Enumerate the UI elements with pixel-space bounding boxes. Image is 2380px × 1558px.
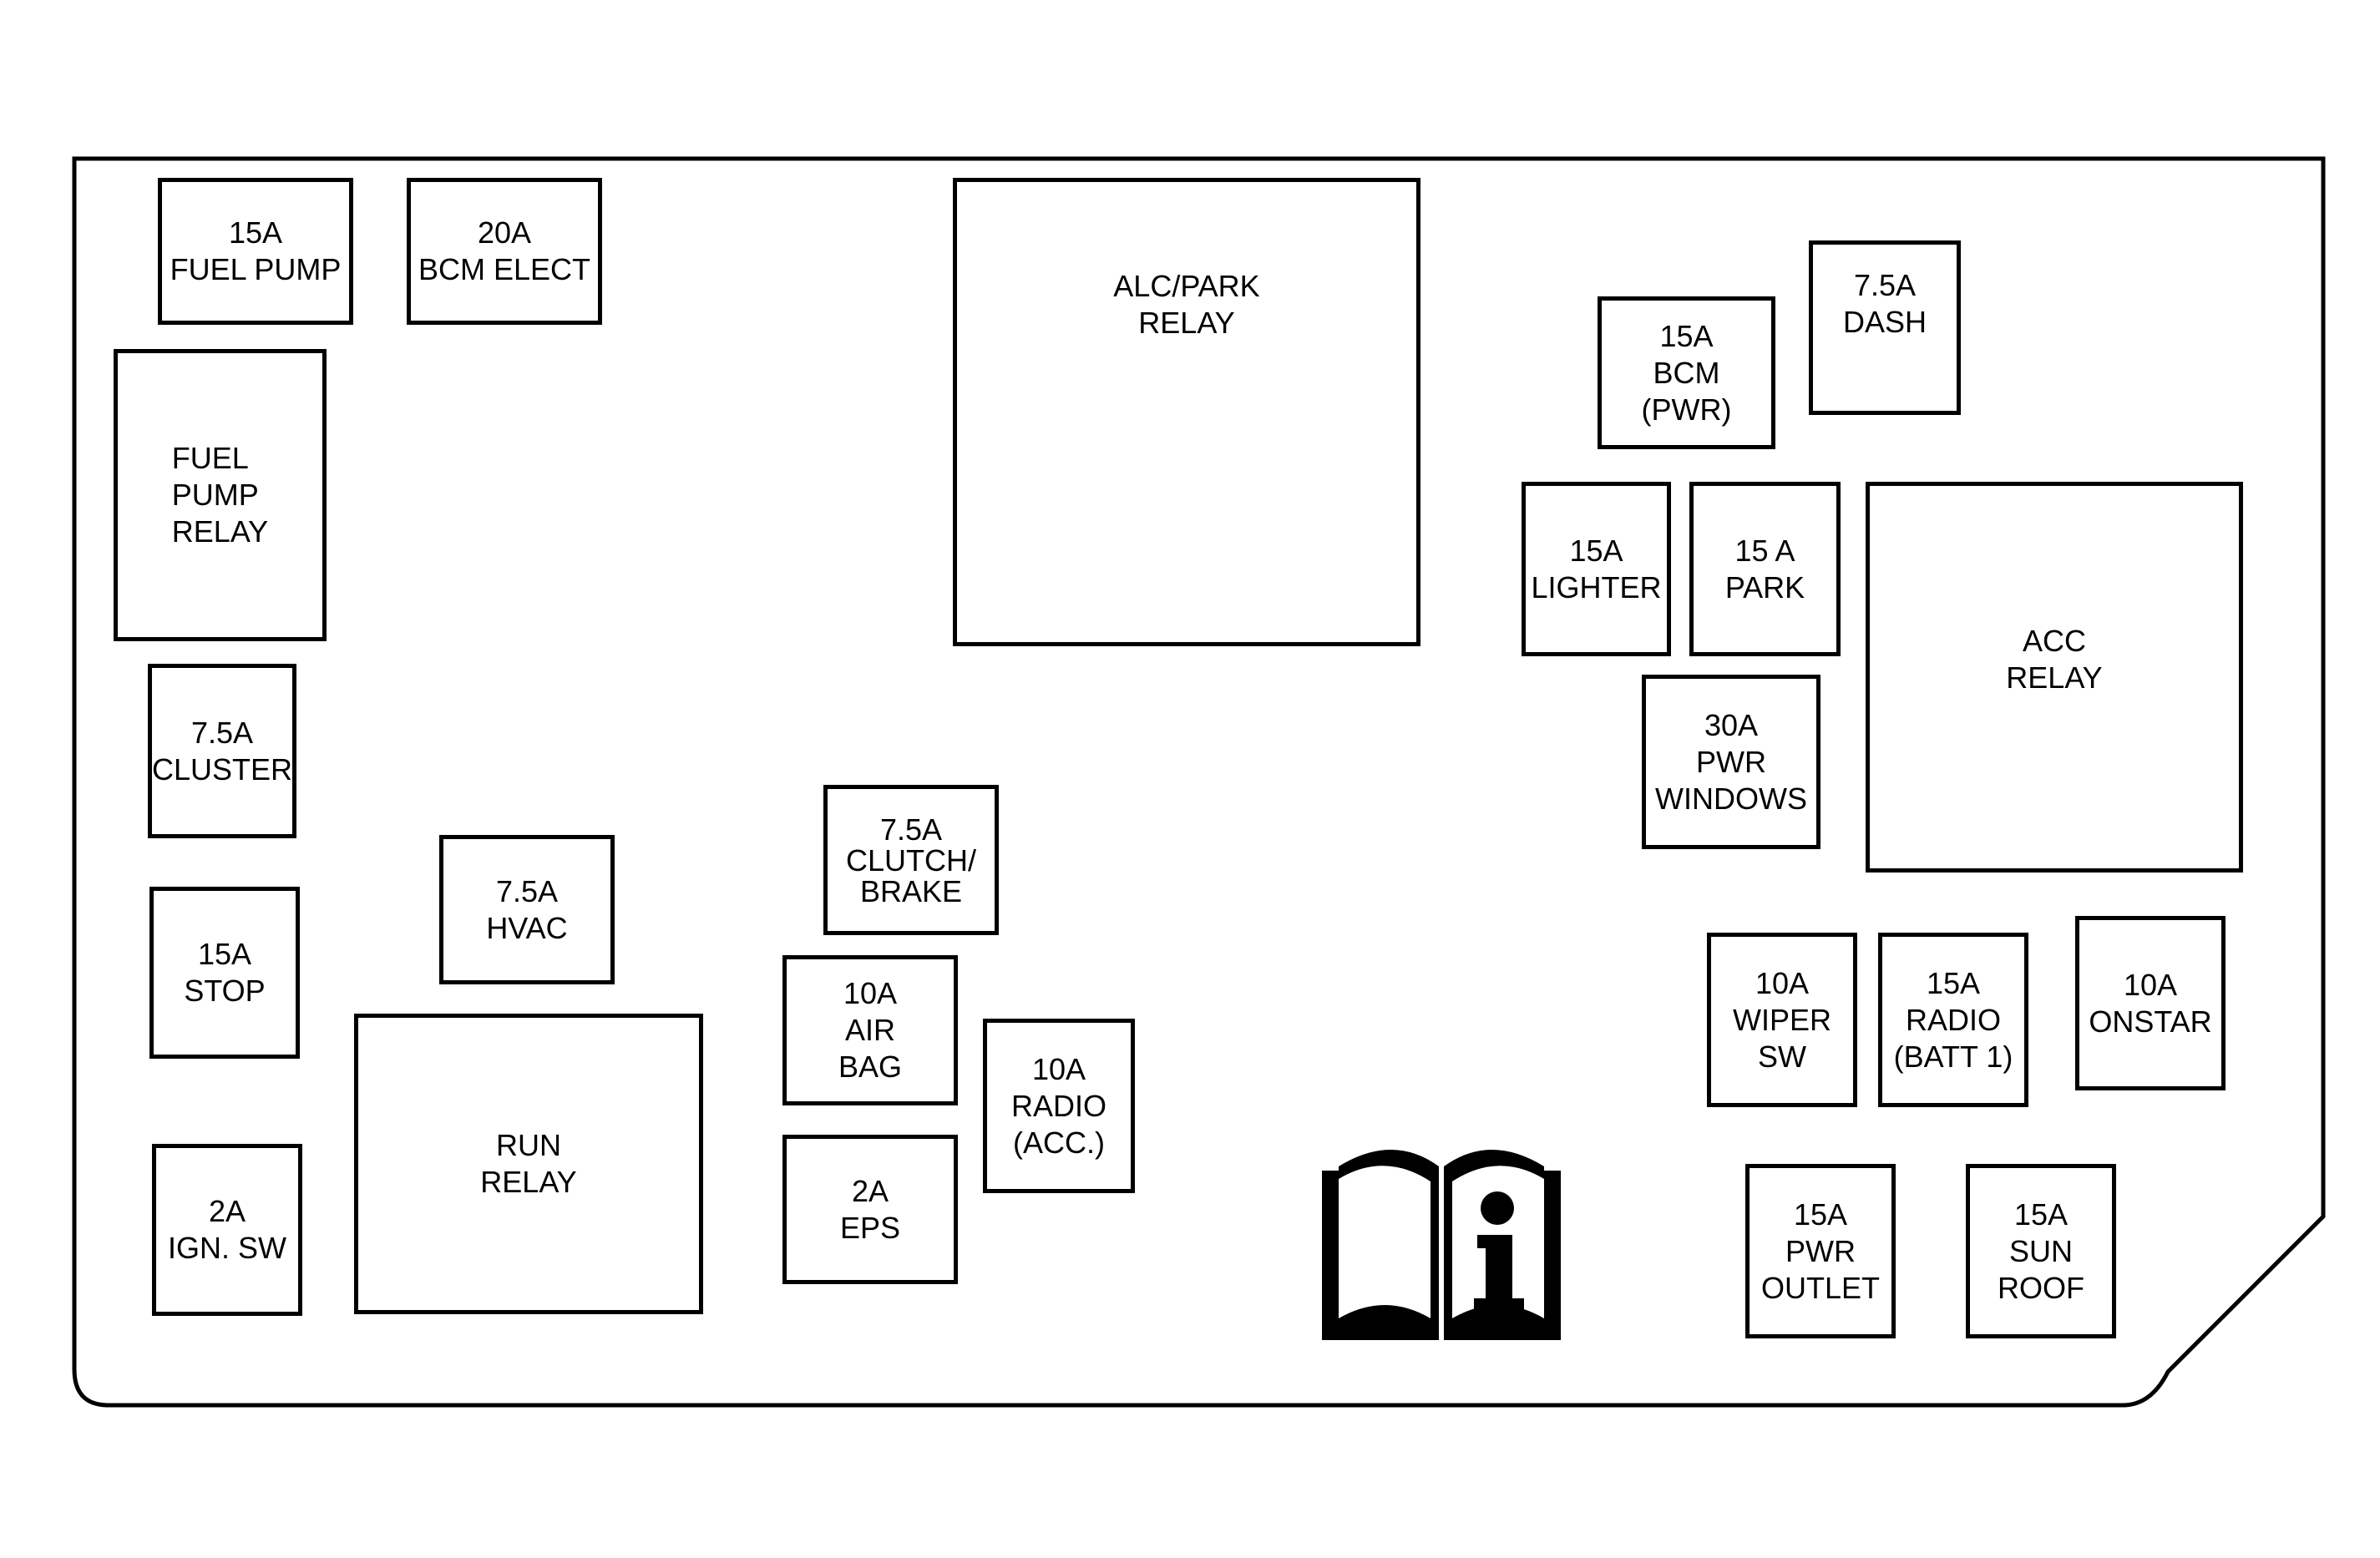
fuse-onstar-label: 10A ONSTAR — [2089, 967, 2212, 1039]
fuse-dash-label: 7.5A DASH — [1842, 267, 1927, 339]
fuse-bcm-elect-label: 20A BCM ELECT — [418, 215, 591, 286]
fuse-clutch-brake: 7.5A CLUTCH/ BRAKE — [823, 785, 999, 935]
fuse-radio-acc: 10A RADIO (ACC.) — [983, 1019, 1135, 1193]
fuse-lighter: 15A LIGHTER — [1522, 482, 1671, 656]
fuse-pwr-outlet: 15A PWR OUTLET — [1745, 1164, 1896, 1338]
fuse-pwr-outlet-label: 15A PWR OUTLET — [1760, 1196, 1880, 1305]
fuse-air-bag-label: 10A AIR BAG — [838, 976, 903, 1084]
fuse-bcm-elect: 20A BCM ELECT — [407, 178, 602, 325]
fuse-eps-label: 2A EPS — [839, 1173, 901, 1245]
owner-manual-info-icon — [1322, 1150, 1561, 1340]
relay-acc: ACC RELAY — [1866, 482, 2243, 873]
relay-alc-park: ALC/PARK RELAY — [953, 178, 1420, 646]
fuse-radio-acc-label: 10A RADIO (ACC.) — [1010, 1051, 1106, 1160]
fuse-onstar: 10A ONSTAR — [2075, 916, 2226, 1090]
fuse-stop-label: 15A STOP — [184, 937, 266, 1008]
fuse-cluster: 7.5A CLUSTER — [148, 664, 296, 838]
fuse-wiper-sw-label: 10A WIPER SW — [1732, 965, 1831, 1074]
fuse-fuel-pump-label: 15A FUEL PUMP — [170, 215, 342, 286]
fuse-hvac-label: 7.5A HVAC — [486, 873, 568, 945]
fuse-eps: 2A EPS — [782, 1135, 958, 1284]
fuse-dash: 7.5A DASH — [1809, 240, 1961, 415]
fuse-cluster-label: 7.5A CLUSTER — [151, 715, 293, 787]
fuse-lighter-label: 15A LIGHTER — [1531, 533, 1662, 604]
fuse-ign-sw: 2A IGN. SW — [152, 1144, 302, 1316]
relay-fuel-pump: FUEL PUMP RELAY — [114, 349, 327, 641]
fuse-sun-roof-label: 15A SUN ROOF — [1998, 1196, 2084, 1305]
fuse-sun-roof: 15A SUN ROOF — [1966, 1164, 2116, 1338]
fuse-stop: 15A STOP — [149, 887, 300, 1059]
fuse-clutch-brake-label: 7.5A CLUTCH/ BRAKE — [845, 812, 976, 908]
fuse-wiper-sw: 10A WIPER SW — [1707, 933, 1857, 1107]
fuse-fuel-pump: 15A FUEL PUMP — [158, 178, 353, 325]
fuse-radio-batt1-label: 15A RADIO (BATT 1) — [1893, 965, 2013, 1074]
fuse-park-label: 15 A PARK — [1724, 533, 1805, 604]
fuse-pwr-windows-label: 30A PWR WINDOWS — [1655, 707, 1807, 816]
fuse-hvac: 7.5A HVAC — [439, 835, 615, 984]
fuse-bcm-pwr: 15A BCM (PWR) — [1598, 296, 1775, 449]
fuse-air-bag: 10A AIR BAG — [782, 955, 958, 1105]
relay-run: RUN RELAY — [354, 1014, 703, 1314]
fuse-pwr-windows: 30A PWR WINDOWS — [1642, 675, 1820, 849]
relay-alc-park-label: ALC/PARK RELAY — [1113, 268, 1260, 340]
fuse-ign-sw-label: 2A IGN. SW — [168, 1194, 286, 1265]
fuse-radio-batt1: 15A RADIO (BATT 1) — [1878, 933, 2028, 1107]
relay-acc-label: ACC RELAY — [2006, 624, 2103, 695]
relay-fuel-pump-label: FUEL PUMP RELAY — [171, 441, 269, 549]
relay-run-label: RUN RELAY — [480, 1128, 577, 1199]
fuse-bcm-pwr-label: 15A BCM (PWR) — [1641, 318, 1732, 427]
fuse-park: 15 A PARK — [1689, 482, 1841, 656]
